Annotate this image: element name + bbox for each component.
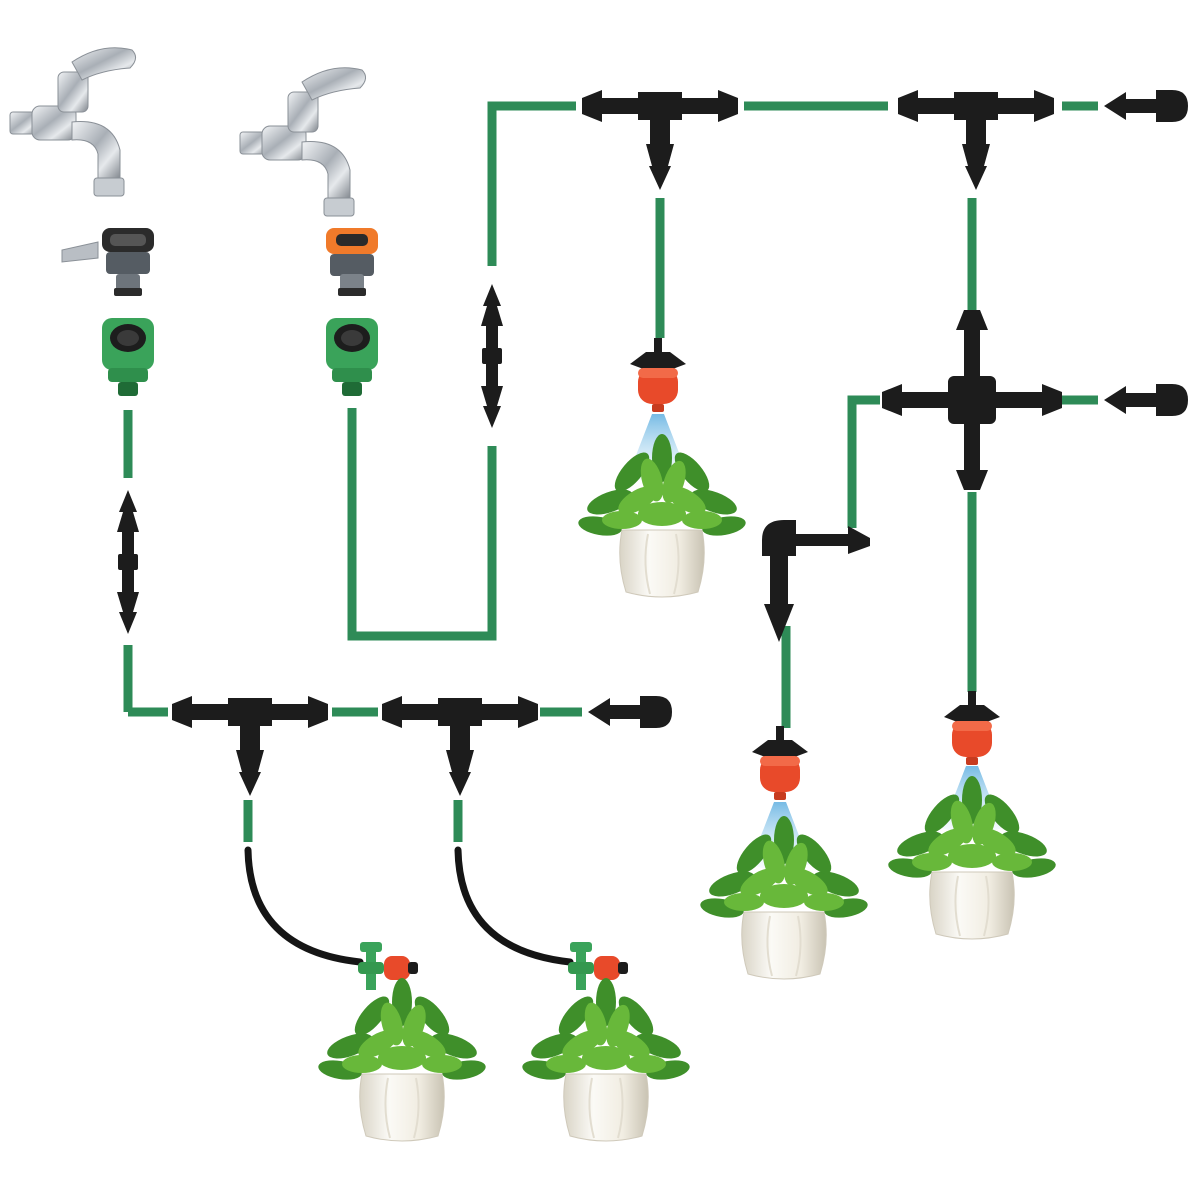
tubing-segment [847, 395, 880, 528]
potted-plant-icon [315, 977, 489, 1142]
stake-dripper-icon [358, 942, 418, 990]
cross-fitting-icon [882, 310, 1062, 490]
hose-adapter-icon [326, 318, 378, 396]
straight-coupler-icon [481, 284, 503, 428]
end-plug-icon [1104, 90, 1188, 122]
straight-coupler-icon [117, 490, 139, 634]
potted-plant-icon [697, 815, 871, 980]
end-plug-icon [1104, 384, 1188, 416]
quick-connector-icon [326, 228, 378, 296]
potted-plant-icon [519, 977, 693, 1142]
tee-fitting-icon [898, 90, 1054, 190]
tee-fitting-icon [582, 90, 738, 190]
micro-tubing [244, 846, 574, 966]
tubing-segment [347, 408, 497, 641]
end-plug-icon [588, 696, 672, 728]
adjustable-dripper-icon [630, 338, 686, 412]
adjustable-dripper-icon [752, 726, 808, 800]
faucet-icon [239, 67, 367, 217]
potted-plant-icon [885, 775, 1059, 940]
faucet-icon [9, 47, 137, 197]
tubing-network [123, 101, 1098, 842]
adjustable-dripper-icon [944, 691, 1000, 765]
stake-dripper-icon [568, 942, 628, 990]
potted-plant-icon [575, 433, 749, 598]
tee-fitting-icon [172, 696, 328, 796]
elbow-fitting-icon [762, 520, 870, 642]
tee-fitting-icon [382, 696, 538, 796]
hose-adapter-icon [102, 318, 154, 396]
tubing-segment [487, 101, 576, 266]
micro-tube [244, 846, 364, 966]
quick-connector-icon [61, 228, 154, 296]
micro-tube [454, 846, 574, 966]
